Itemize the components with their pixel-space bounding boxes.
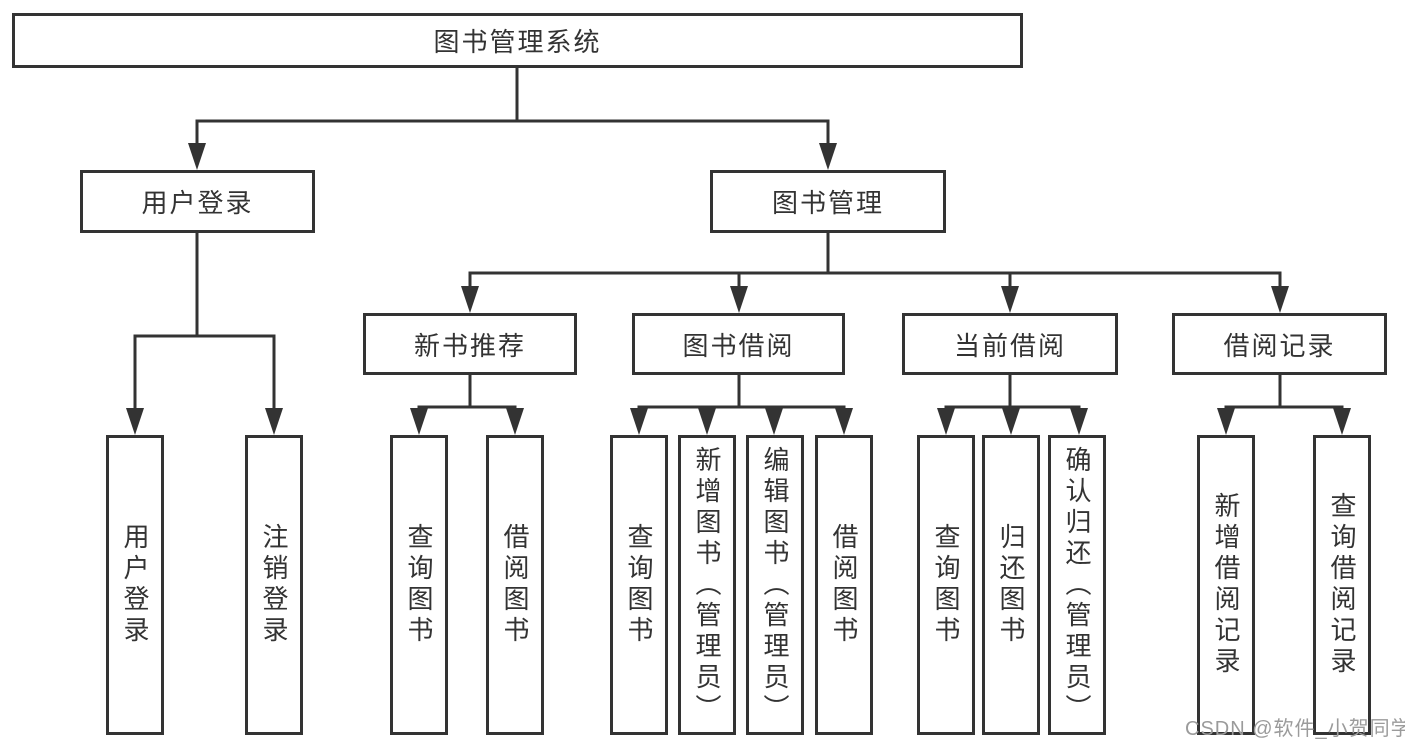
node-library-management-system: 图书管理系统 [12, 13, 1023, 68]
leaf-label: 查询图书 [624, 523, 654, 647]
leaf-edit-books-admin: 编辑图书（管理员） [746, 435, 804, 735]
leaf-query-books-borrow: 查询图书 [610, 435, 668, 735]
leaf-label: 归还图书 [996, 523, 1026, 647]
node-label: 图书借阅 [682, 330, 795, 361]
node-label: 图书管理系统 [433, 27, 602, 57]
leaf-add-books-admin: 新增图书（管理员） [678, 435, 736, 735]
leaf-logout: 注销登录 [245, 435, 303, 735]
node-book-management: 图书管理 [710, 170, 946, 233]
leaf-label: 编辑图书（管理员） [760, 445, 790, 725]
node-label: 图书管理 [771, 188, 884, 218]
leaf-label: 借阅图书 [500, 523, 530, 647]
leaf-label: 注销登录 [259, 523, 289, 647]
leaf-confirm-return-admin: 确认归还（管理员） [1048, 435, 1106, 735]
leaf-add-borrow-record: 新增借阅记录 [1197, 435, 1255, 735]
leaf-label: 查询图书 [931, 523, 961, 647]
leaf-label: 新增图书（管理员） [692, 445, 722, 725]
node-user-login: 用户登录 [80, 170, 315, 233]
leaf-label: 用户登录 [120, 523, 150, 647]
node-label: 新书推荐 [413, 330, 526, 361]
leaf-borrow-books-recommend: 借阅图书 [486, 435, 544, 735]
node-current-borrowing: 当前借阅 [902, 313, 1118, 375]
leaf-query-books-current: 查询图书 [917, 435, 975, 735]
node-label: 当前借阅 [953, 330, 1066, 361]
leaf-label: 查询图书 [404, 523, 434, 647]
leaf-label: 借阅图书 [829, 523, 859, 647]
leaf-label: 新增借阅记录 [1211, 492, 1241, 678]
leaf-user-login: 用户登录 [106, 435, 164, 735]
node-book-borrowing: 图书借阅 [632, 313, 845, 375]
node-label: 用户登录 [141, 188, 254, 218]
leaf-query-borrow-record: 查询借阅记录 [1313, 435, 1371, 735]
leaf-label: 查询借阅记录 [1327, 492, 1357, 678]
node-label: 借阅记录 [1223, 330, 1336, 361]
node-borrowing-records: 借阅记录 [1172, 313, 1387, 375]
leaf-return-books: 归还图书 [982, 435, 1040, 735]
leaf-borrow-books: 借阅图书 [815, 435, 873, 735]
csdn-watermark: CSDN @软件_小贺同学 [1185, 718, 1405, 740]
leaf-query-books-recommend: 查询图书 [390, 435, 448, 735]
node-new-book-recommendation: 新书推荐 [363, 313, 577, 375]
leaf-label: 确认归还（管理员） [1062, 445, 1092, 725]
